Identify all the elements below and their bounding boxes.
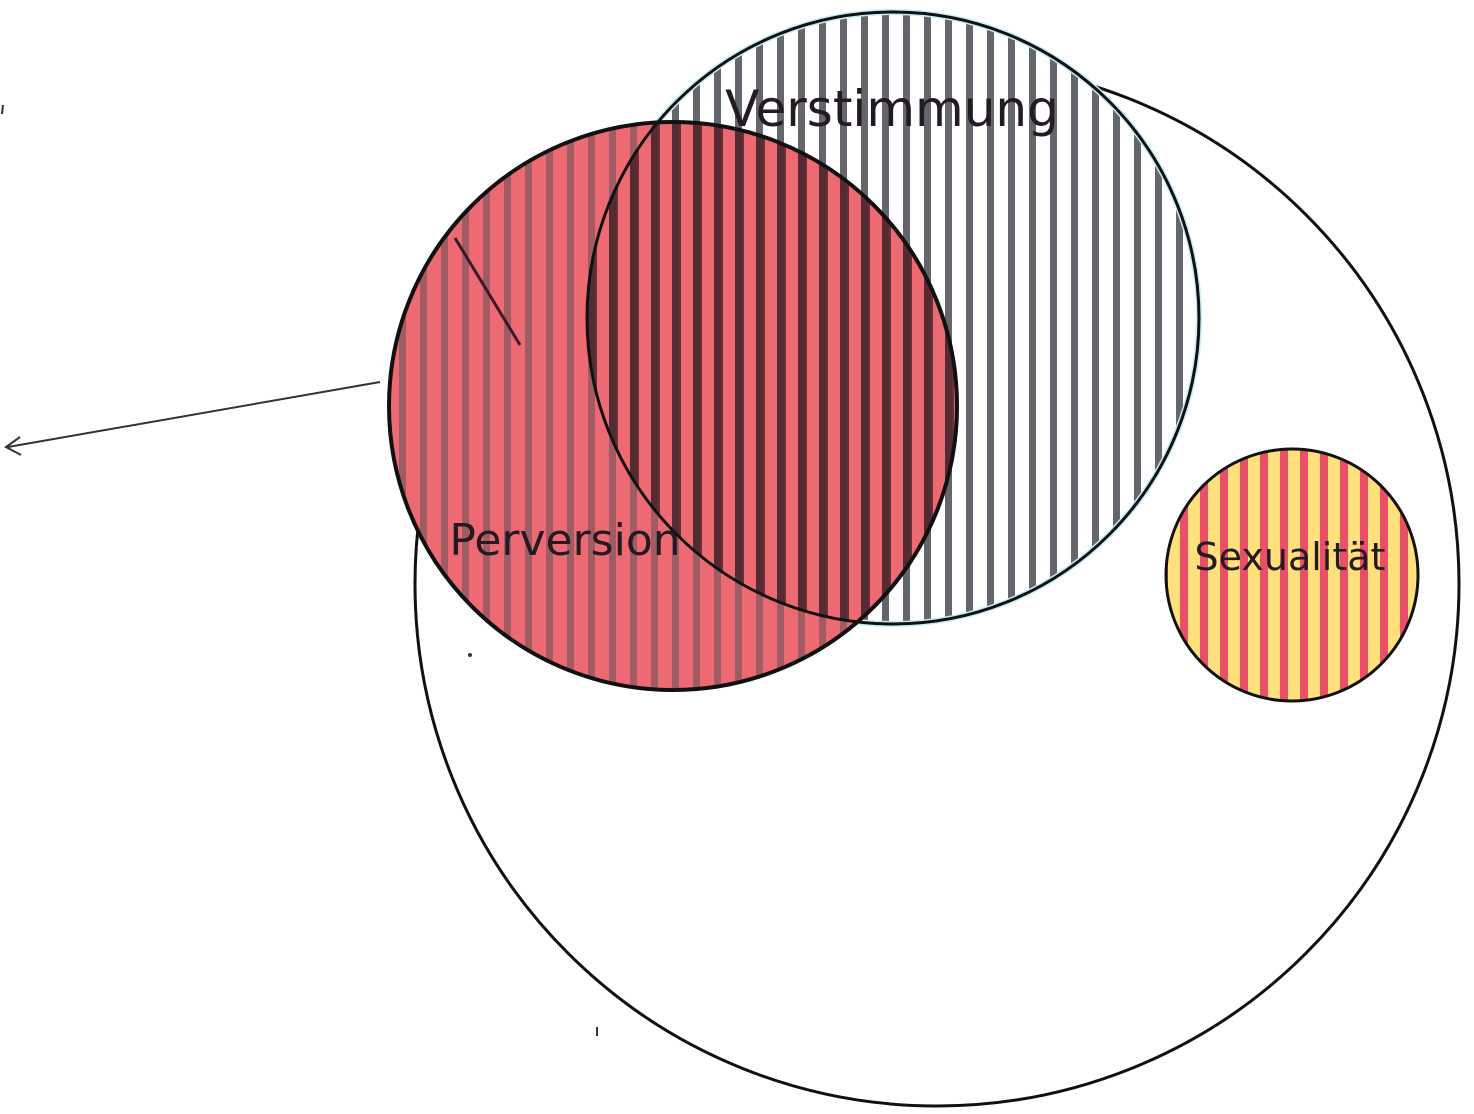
perversion-label: Perversion	[449, 515, 680, 566]
perversion-circle	[387, 120, 959, 692]
speck-mark	[1, 104, 4, 115]
speck-mark	[468, 653, 472, 657]
inner-mark-line	[453, 237, 522, 346]
verstimmung-label: Verstimmung	[725, 80, 1059, 138]
sexualitaet-circle	[1164, 447, 1420, 703]
left-arrow	[4, 381, 381, 456]
sexualitaet-label: Sexualität	[1195, 535, 1386, 579]
